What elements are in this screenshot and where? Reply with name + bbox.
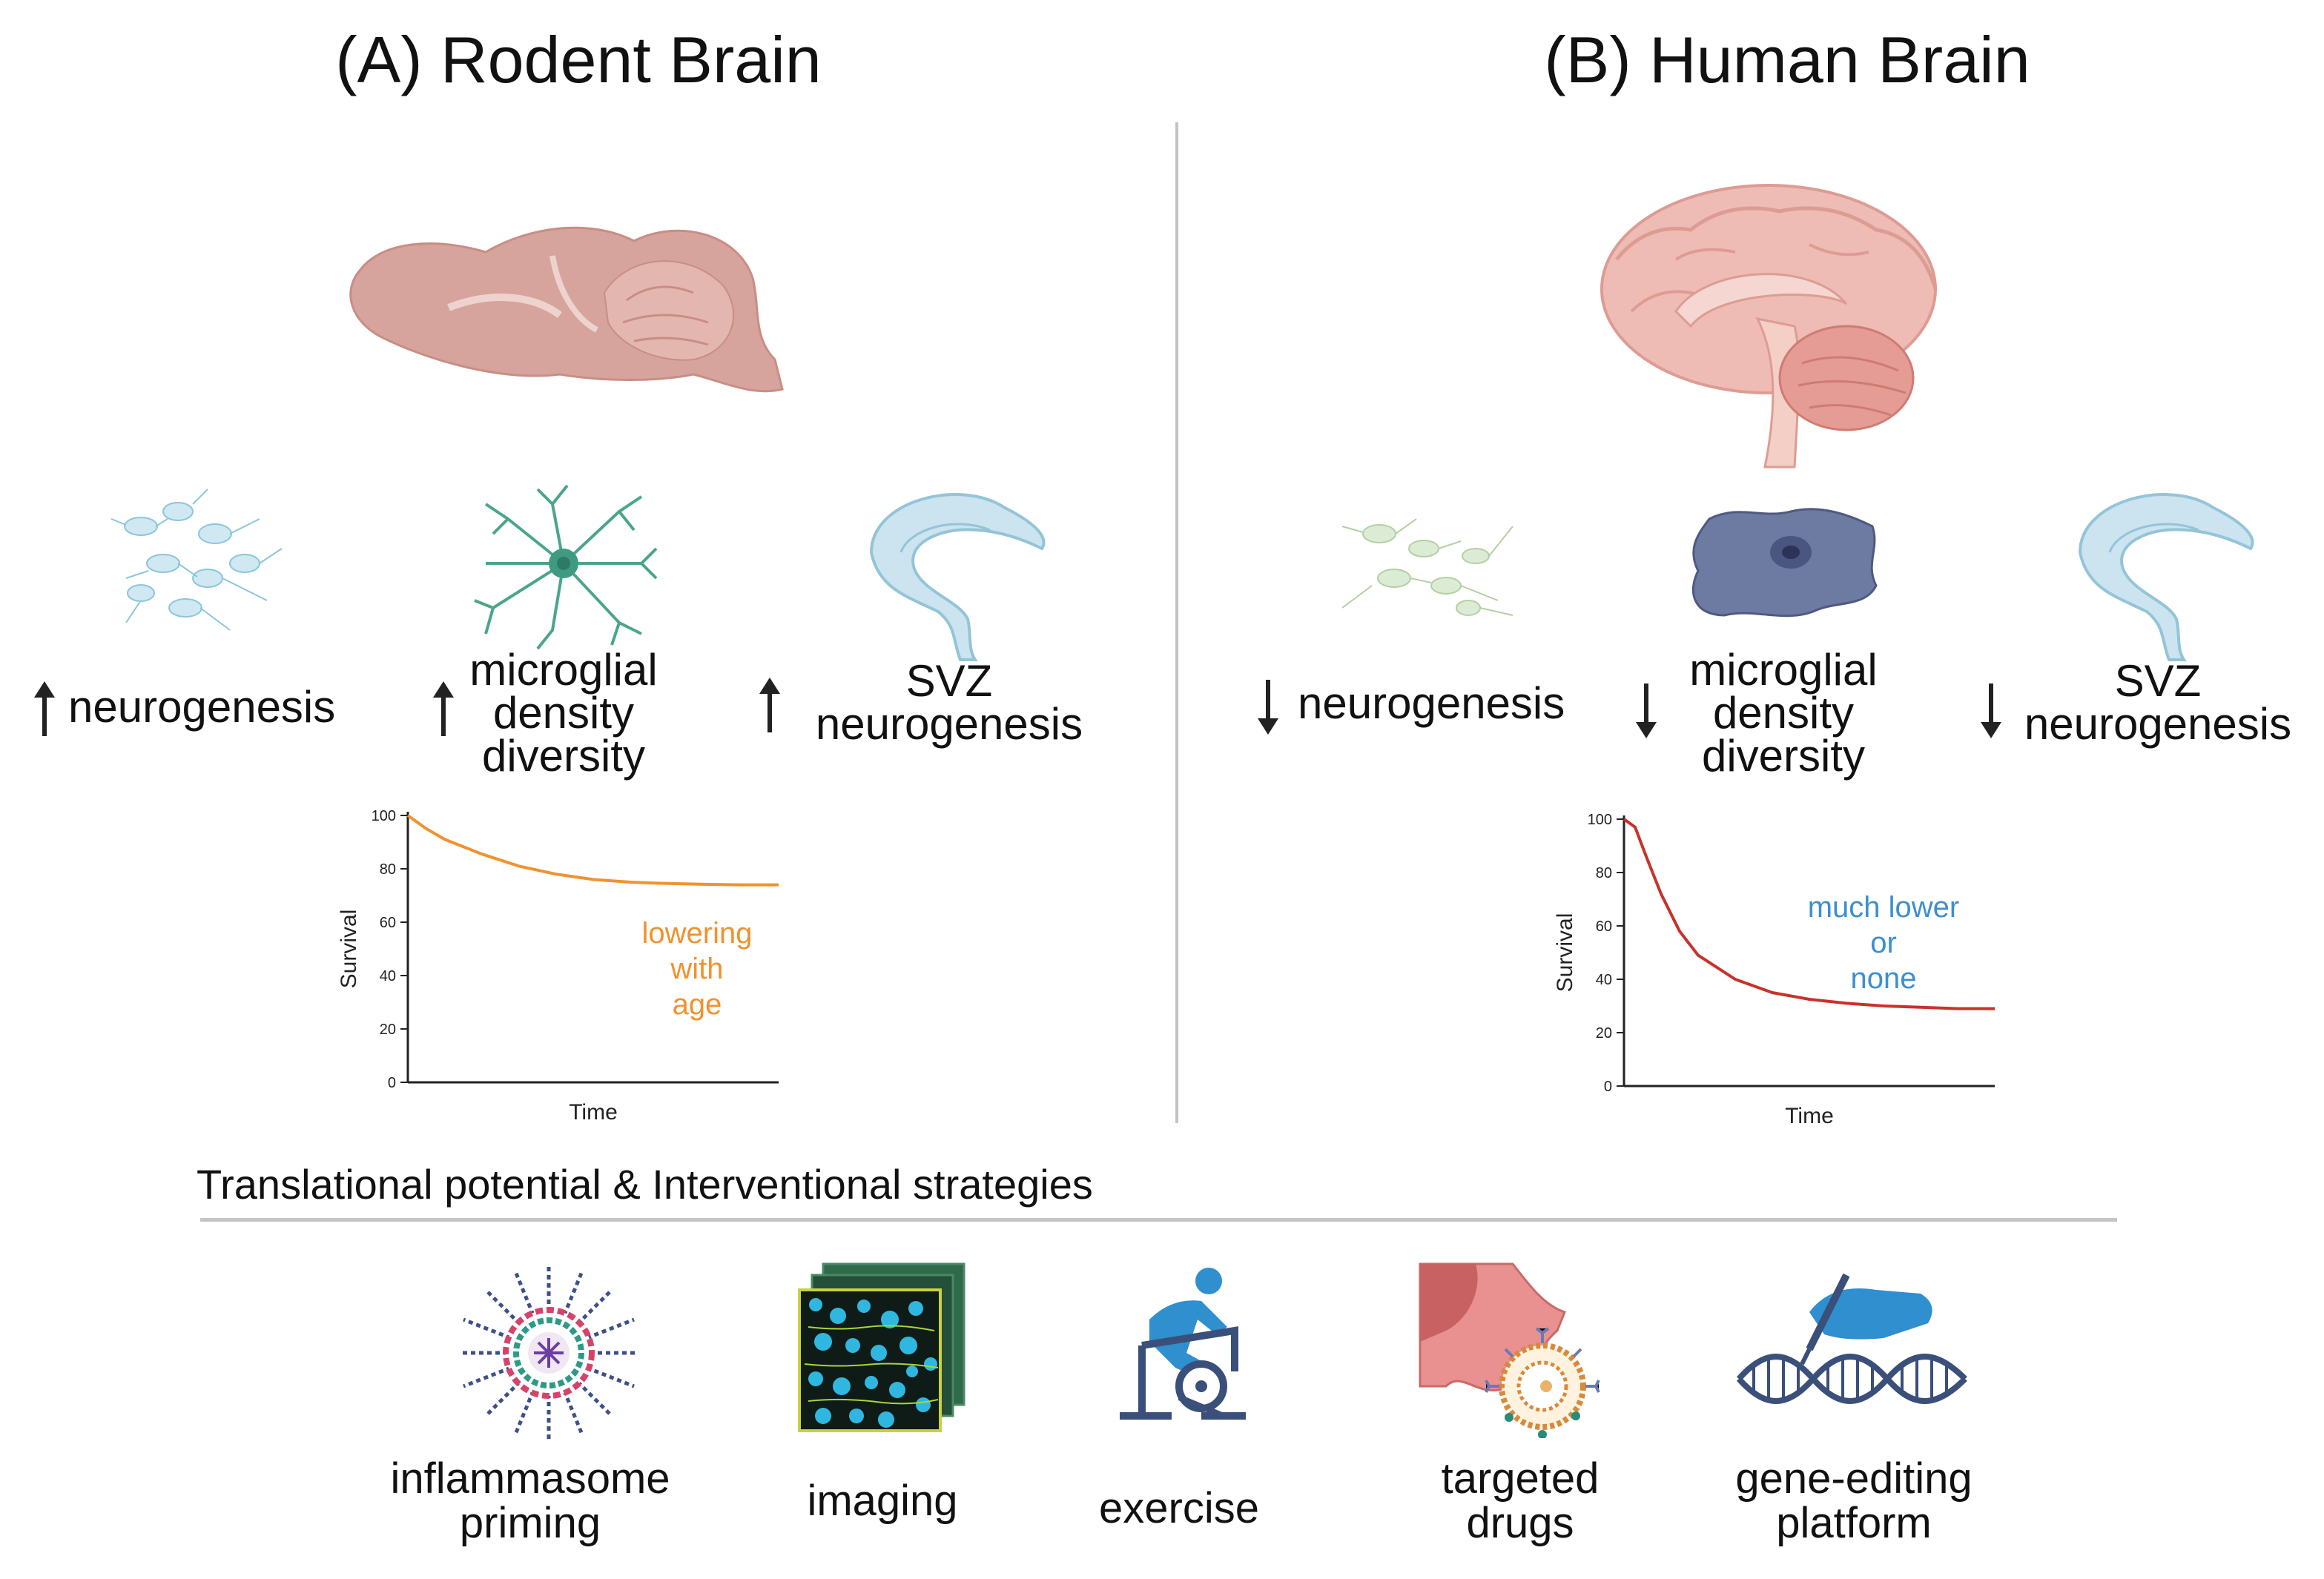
survival-curve [406,814,779,887]
svz-label: SVZ neurogenesis [801,656,1097,749]
y-tick-label: 100 [1588,812,1612,828]
down-arrow-icon [1636,683,1657,738]
label-line: gene-editing [1735,1454,1973,1503]
svz-neurogenesis-line: neurogenesis [2024,699,2292,749]
up-arrow-icon [433,681,454,736]
chart-note-human: much lower or none [1787,890,1980,996]
section-header: Translational potential & Interventional… [197,1161,1093,1208]
y-tick-label: 80 [1596,865,1612,881]
rodent-brain-icon [349,226,784,393]
microglial-label: microglial density diversity [1665,645,1902,781]
note-line: age [672,988,722,1021]
human-brain-icon [1600,184,1938,469]
label-line: drugs [1466,1499,1574,1547]
diversity-line: diversity [481,731,646,781]
y-tick-label: 80 [380,861,396,878]
svz-line: SVZ [905,656,993,706]
gene-editing-label: gene-editing platform [1698,1457,2010,1546]
density-line: density [492,688,635,738]
note-line: much lower [1807,891,1960,924]
neurogenesis-label: neurogenesis [1298,678,1565,728]
y-tick-label: 20 [1596,1025,1612,1042]
y-tick-label: 0 [388,1075,396,1091]
up-arrow-icon [759,678,780,732]
panel-a-title: (A) Rodent Brain [335,23,822,96]
y-tick-label: 0 [1604,1079,1612,1095]
diversity-line: diversity [1701,731,1866,781]
section-divider [200,1218,2117,1222]
chart-note-rodent: lowering with age [608,916,786,1022]
y-tick-label: 60 [380,915,396,931]
panel-divider [1175,122,1178,1123]
note-line: or [1870,927,1897,959]
microglial-line: microglial [469,645,658,695]
survival-curve [1622,818,1995,1010]
targeted-drug-icon [1419,1262,1600,1438]
microglial-line: microglial [1689,645,1878,695]
y-axis-label: Survival [337,910,361,989]
inflammasome-icon [460,1264,638,1442]
label-line: priming [459,1499,601,1547]
label-line: inflammasome [390,1454,670,1503]
up-arrow-icon [34,681,55,736]
note-line: with [670,953,724,985]
dna-editing-icon [1736,1273,1967,1404]
imaging-label: imaging [742,1479,1023,1523]
y-tick-label: 100 [372,808,396,824]
label-line: imaging [807,1477,958,1525]
exercise-label: exercise [1038,1486,1320,1531]
microglial-label: microglial density diversity [445,645,682,781]
imaging-stack-icon [798,1262,965,1432]
targeted-drugs-label: targeted drugs [1379,1457,1661,1546]
y-tick-label: 40 [380,968,396,984]
panel-b-title: (B) Human Brain [1544,23,2030,96]
y-axis-label: Survival [1553,913,1577,993]
neural-cells-icon [110,489,283,631]
inflammasome-priming-label: inflammasome priming [356,1457,704,1546]
neurogenesis-label: neurogenesis [68,682,336,732]
neural-cells-icon [1341,518,1513,616]
down-arrow-icon [1258,680,1278,735]
x-axis-label: Time [569,1100,618,1125]
label-line: platform [1776,1499,1932,1547]
exercise-bike-icon [1120,1268,1246,1420]
svz-line: SVZ [2114,656,2202,706]
svz-label: SVZ neurogenesis [2010,656,2306,749]
note-line: none [1850,962,1917,995]
microglia-icon [474,484,658,650]
y-tick-label: 40 [1596,972,1612,988]
microglia-icon [1691,508,1878,618]
density-line: density [1712,688,1855,738]
svz-neurogenesis-line: neurogenesis [815,699,1083,749]
label-line: targeted [1441,1454,1600,1503]
down-arrow-icon [1981,683,2001,738]
svz-ventricle-icon [2078,493,2254,661]
note-line: lowering [641,917,753,950]
y-tick-label: 20 [380,1022,396,1038]
label-line: exercise [1099,1484,1259,1532]
svz-ventricle-icon [869,493,1046,661]
x-axis-label: Time [1785,1104,1834,1128]
y-tick-label: 60 [1596,918,1612,935]
